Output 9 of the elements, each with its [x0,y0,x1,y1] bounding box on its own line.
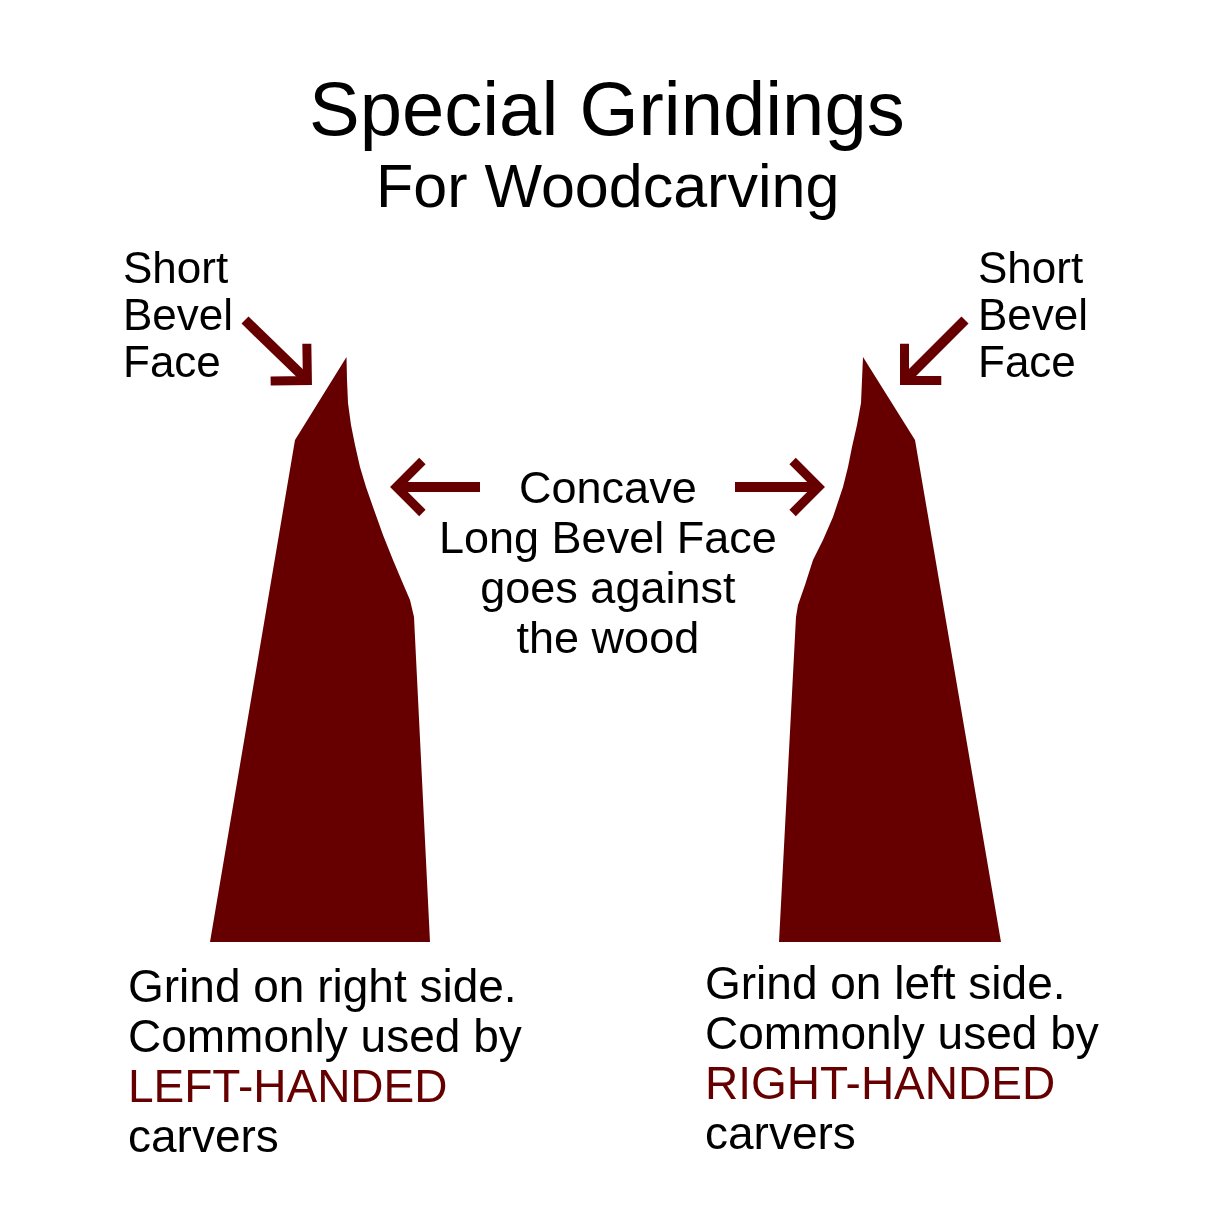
annotation-text: Short Bevel Face [978,244,1089,385]
arrow [900,316,969,385]
arrow [735,456,824,518]
caption-text: Grind on left side. Commonly used by RIGHT-HANDED carvers [705,958,1099,1158]
annotation-text: Concave Long Bevel Face goes against the wood [439,463,777,663]
annotation-text: Short Bevel Face [123,244,234,385]
caption-text: Grind on right side. Commonly used by LEFT-HANDED carvers [128,961,522,1161]
arrow [391,456,480,518]
arrow [241,316,312,386]
